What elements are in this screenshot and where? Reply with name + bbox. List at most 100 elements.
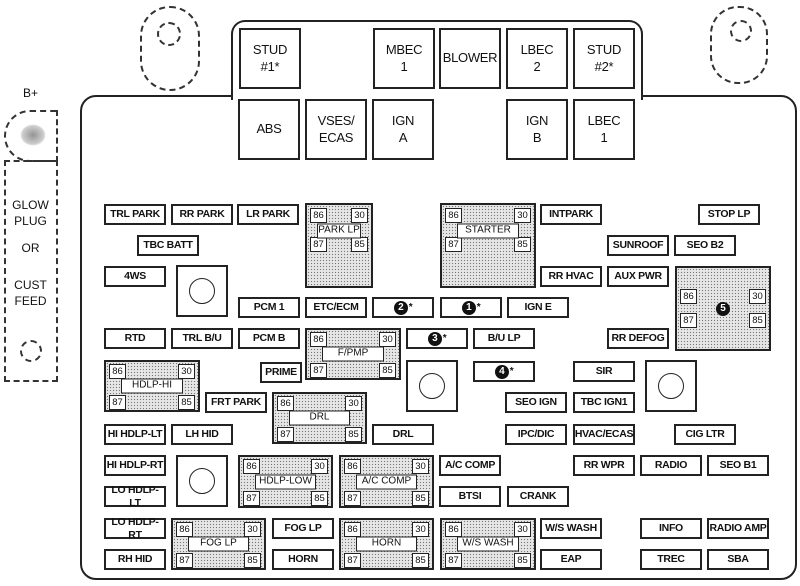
relay-pin-86: 86 bbox=[310, 332, 327, 347]
fuse-cig-ltr[interactable]: CIG LTR bbox=[674, 424, 736, 445]
fuse-btsi[interactable]: BTSI bbox=[439, 486, 501, 507]
relay-pin-87: 87 bbox=[445, 237, 462, 252]
fuse-seo-b1[interactable]: SEO B1 bbox=[707, 455, 769, 476]
fuse-rr-hvac[interactable]: RR HVAC bbox=[540, 266, 602, 287]
relay-pin-87: 87 bbox=[243, 491, 260, 506]
relay-pin-86: 86 bbox=[445, 208, 462, 223]
fuse-tbc-batt[interactable]: TBC BATT bbox=[137, 235, 199, 256]
fuse-pcm-1[interactable]: PCM 1 bbox=[238, 297, 300, 318]
fuse-rtd[interactable]: RTD bbox=[104, 328, 166, 349]
fuse-a-c-comp[interactable]: A/C COMP bbox=[439, 455, 501, 476]
maxi-fuse-lbec-1[interactable]: LBEC 1 bbox=[573, 99, 635, 160]
fuse-pcm-b[interactable]: PCM B bbox=[238, 328, 300, 349]
relay-pin-30: 30 bbox=[749, 288, 766, 304]
fuse-rr-wpr[interactable]: RR WPR bbox=[573, 455, 635, 476]
maxi-fuse-mbec-1[interactable]: MBEC 1 bbox=[373, 28, 435, 89]
fuse-frt-park[interactable]: FRT PARK bbox=[205, 392, 267, 413]
fuse-lo-hdlp-lt[interactable]: LO HDLP-LT bbox=[104, 484, 166, 509]
relay-label: W/S WASH bbox=[456, 536, 520, 552]
fuse-sir[interactable]: SIR bbox=[573, 361, 635, 382]
relay-pin-85: 85 bbox=[514, 237, 531, 252]
fuse-aux-pwr[interactable]: AUX PWR bbox=[607, 266, 669, 287]
maxi-fuse-blower[interactable]: BLOWER bbox=[439, 28, 501, 89]
fuse-prime[interactable]: PRIME bbox=[260, 362, 302, 383]
fuse-2[interactable]: 2* bbox=[372, 297, 434, 318]
fuse-rh-hid[interactable]: RH HID bbox=[104, 549, 166, 570]
fuse-stop-lp[interactable]: STOP LP bbox=[698, 204, 760, 225]
glow-plug-panel bbox=[4, 160, 58, 382]
fuse-hvac-ecas[interactable]: HVAC/ECAS bbox=[573, 424, 635, 445]
empty-socket bbox=[176, 265, 228, 317]
relay-label: DRL bbox=[288, 410, 351, 426]
relay-pin-85: 85 bbox=[178, 395, 195, 410]
relay-pin-86: 86 bbox=[445, 522, 462, 537]
fuse-fog-lp[interactable]: FOG LP bbox=[272, 518, 334, 539]
relay-pin-85: 85 bbox=[244, 553, 261, 568]
fuse-number-badge: 2 bbox=[393, 300, 408, 315]
fuse-trl-b-u[interactable]: TRL B/U bbox=[171, 328, 233, 349]
bplus-stud-icon bbox=[20, 124, 46, 146]
fuse-horn[interactable]: HORN bbox=[272, 549, 334, 570]
fuse-eap[interactable]: EAP bbox=[540, 549, 602, 570]
fuse-sba[interactable]: SBA bbox=[707, 549, 769, 570]
fuse-4ws[interactable]: 4WS bbox=[104, 266, 166, 287]
fuse-intpark[interactable]: INTPARK bbox=[540, 204, 602, 225]
glow-plug-label: GLOW PLUG bbox=[12, 198, 49, 228]
fuse-radio[interactable]: RADIO bbox=[640, 455, 702, 476]
maxi-fuse-stud-2[interactable]: STUD #2* bbox=[573, 28, 635, 89]
relay-pin-85: 85 bbox=[412, 553, 429, 568]
mount-tab-right bbox=[710, 6, 768, 84]
fuse-lo-hdlp-rt[interactable]: LO HDLP-RT bbox=[104, 516, 166, 541]
relay-label: HORN bbox=[355, 536, 418, 552]
fuse-hi-hdlp-rt[interactable]: HI HDLP-RT bbox=[104, 455, 166, 476]
fuse-1[interactable]: 1* bbox=[440, 297, 502, 318]
asterisk-mark: * bbox=[408, 301, 413, 313]
fuse-w-s-wash[interactable]: W/S WASH bbox=[540, 518, 602, 539]
fuse-drl[interactable]: DRL bbox=[372, 424, 434, 445]
fuse-trec[interactable]: TREC bbox=[640, 549, 702, 570]
fuse-sunroof[interactable]: SUNROOF bbox=[607, 235, 669, 256]
fuse-ign-e[interactable]: IGN E bbox=[507, 297, 569, 318]
socket-hole-icon bbox=[189, 468, 215, 494]
relay-pin-87: 87 bbox=[344, 553, 361, 568]
socket-hole-icon bbox=[658, 373, 684, 399]
fuse-lh-hid[interactable]: LH HID bbox=[171, 424, 233, 445]
relay-pin-30: 30 bbox=[244, 522, 261, 537]
maxi-fuse-lbec-2[interactable]: LBEC 2 bbox=[506, 28, 568, 89]
relay-pin-85: 85 bbox=[311, 491, 328, 506]
maxi-fuse-vses-ecas[interactable]: VSES/ ECAS bbox=[305, 99, 367, 160]
fuse-rr-defog[interactable]: RR DEFOG bbox=[607, 328, 669, 349]
relay-label: HDLP-LOW bbox=[254, 474, 317, 489]
fuse-tbc-ign1[interactable]: TBC IGN1 bbox=[573, 392, 635, 413]
fuse-trl-park[interactable]: TRL PARK bbox=[104, 204, 166, 225]
fuse-3[interactable]: 3* bbox=[406, 328, 468, 349]
fuse-crank[interactable]: CRANK bbox=[507, 486, 569, 507]
fuse-ipc-dic[interactable]: IPC/DIC bbox=[505, 424, 567, 445]
fuse-b-u-lp[interactable]: B/U LP bbox=[473, 328, 535, 349]
maxi-fuse-ign-b[interactable]: IGN B bbox=[506, 99, 568, 160]
maxi-fuse-abs[interactable]: ABS bbox=[238, 99, 300, 160]
fuse-4[interactable]: 4* bbox=[473, 361, 535, 382]
maxi-fuse-ign-a[interactable]: IGN A bbox=[372, 99, 434, 160]
fuse-seo-b2[interactable]: SEO B2 bbox=[674, 235, 736, 256]
fuse-lr-park[interactable]: LR PARK bbox=[237, 204, 299, 225]
fuse-info[interactable]: INFO bbox=[640, 518, 702, 539]
fuse-hi-hdlp-lt[interactable]: HI HDLP-LT bbox=[104, 424, 166, 445]
fuse-radio-amp[interactable]: RADIO AMP bbox=[707, 518, 769, 539]
maxi-fuse-stud-1[interactable]: STUD #1* bbox=[239, 28, 301, 89]
fuse-seo-ign[interactable]: SEO IGN bbox=[505, 392, 567, 413]
fuse-rr-park[interactable]: RR PARK bbox=[171, 204, 233, 225]
fuse-etc-ecm[interactable]: ETC/ECM bbox=[305, 297, 367, 318]
relay-pin-85: 85 bbox=[345, 427, 362, 442]
